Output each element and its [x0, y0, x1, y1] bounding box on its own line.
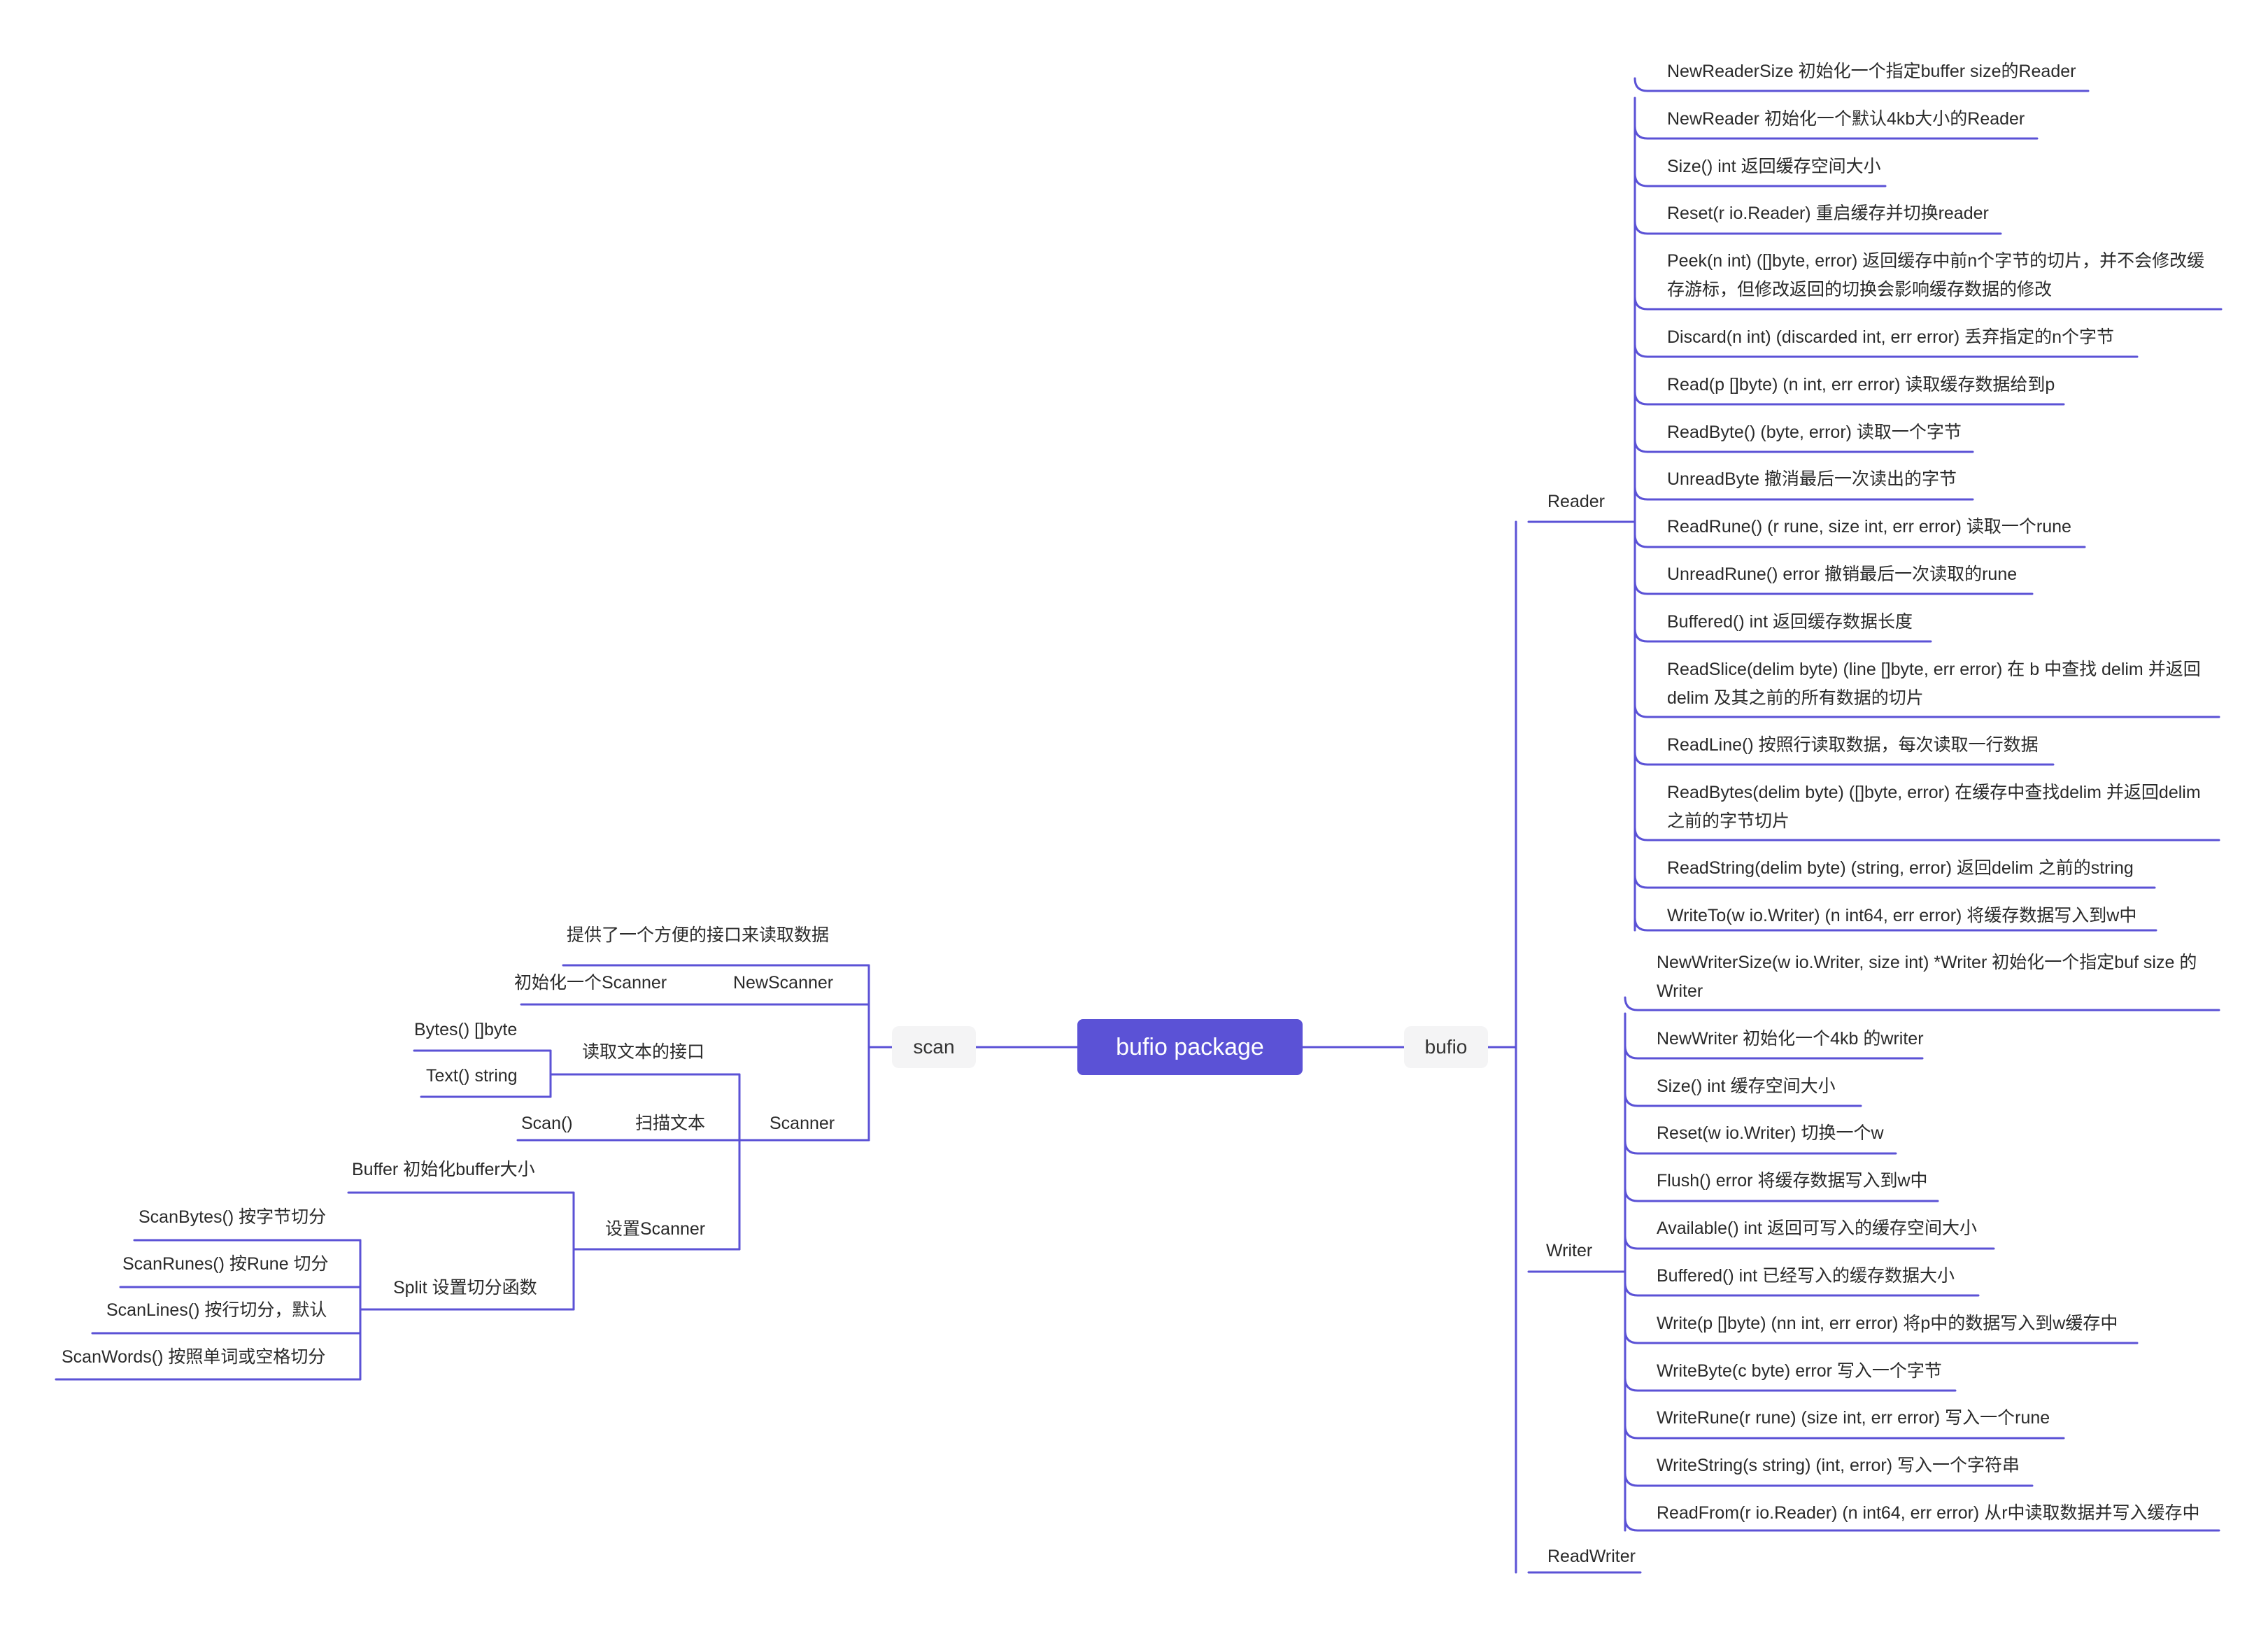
reader-item-underline	[1633, 438, 1974, 453]
reader-item-underline	[1633, 485, 1974, 501]
scanlines-node[interactable]: ScanLines() 按行切分，默认	[106, 1300, 327, 1320]
reader-item[interactable]: Peek(n int) ([]byte, error) 返回缓存中前n个字节的切…	[1667, 251, 2205, 299]
writer-item-underline	[1624, 1281, 1980, 1297]
reader-item[interactable]: WriteTo(w io.Writer) (n int64, err error…	[1667, 906, 2137, 925]
writer-item-underline	[1624, 1044, 1924, 1060]
reader-item[interactable]: ReadByte() (byte, error) 读取一个字节	[1667, 422, 1962, 442]
root-node[interactable]: bufio package	[1077, 1019, 1303, 1075]
reader-item[interactable]: Size() int 返回缓存空间大小	[1667, 157, 1881, 176]
readwriter-node[interactable]: ReadWriter	[1547, 1547, 1636, 1566]
scan-node[interactable]: scan	[892, 1026, 976, 1068]
reader-item[interactable]: UnreadRune() error 撤销最后一次读取的rune	[1667, 564, 2018, 584]
reader-item-underline	[1633, 874, 2156, 889]
newscanner-node[interactable]: NewScanner	[733, 973, 834, 993]
reader-item[interactable]: UnreadByte 撤消最后一次读出的字节	[1667, 469, 1957, 489]
reader-item-underline	[1633, 703, 2220, 718]
reader-item-underline	[1633, 390, 2065, 406]
reader-item[interactable]: Discard(n int) (discarded int, err error…	[1667, 327, 2115, 347]
reader-item[interactable]: ReadBytes(delim byte) ([]byte, error) 在缓…	[1667, 783, 2201, 831]
reader-item-underline	[1633, 533, 2086, 548]
reader-item-underline	[1633, 125, 2039, 140]
reader-item[interactable]: NewReaderSize 初始化一个指定buffer size的Reader	[1667, 62, 2076, 81]
reader-item-underline	[1633, 295, 2223, 311]
reader-item-underline	[1633, 751, 2055, 766]
writer-item-underline	[1624, 1377, 1957, 1392]
writer-item-underline	[1624, 1516, 2220, 1532]
provides-node[interactable]: 提供了一个方便的接口来读取数据	[567, 925, 830, 945]
reader-item-underline	[1633, 220, 2002, 235]
reader-item-underline	[1633, 627, 1932, 643]
reader-item[interactable]: ReadSlice(delim byte) (line []byte, err …	[1667, 660, 2201, 708]
writer-item[interactable]: Write(p []byte) (nn int, err error) 将p中的…	[1657, 1314, 2118, 1333]
writer-node[interactable]: Writer	[1546, 1241, 1593, 1260]
writer-item[interactable]: Flush() error 将缓存数据写入到w中	[1657, 1171, 1928, 1191]
buffer-node[interactable]: Buffer 初始化buffer大小	[352, 1160, 535, 1179]
writer-item[interactable]: NewWriter 初始化一个4kb 的writer	[1657, 1029, 1924, 1049]
writer-item[interactable]: WriteRune(r rune) (size int, err error) …	[1657, 1408, 2050, 1428]
writer-item-underline	[1624, 1424, 2065, 1440]
reader-item[interactable]: Buffered() int 返回缓存数据长度	[1667, 612, 1913, 632]
writer-item-underline	[1624, 1329, 2139, 1344]
reader-item[interactable]: ReadRune() (r rune, size int, err error)…	[1667, 517, 2071, 537]
reader-item[interactable]: ReadLine() 按照行读取数据，每次读取一行数据	[1667, 735, 2039, 755]
newscanner-desc-node[interactable]: 初始化一个Scanner	[514, 973, 667, 993]
writer-item[interactable]: Reset(w io.Writer) 切换一个w	[1657, 1123, 1884, 1143]
text-node[interactable]: Text() string	[426, 1066, 518, 1086]
reader-item-underline	[1633, 826, 2220, 841]
reader-item-underline	[1633, 172, 1887, 187]
writer-item[interactable]: ReadFrom(r io.Reader) (n int64, err erro…	[1657, 1503, 2200, 1523]
writer-item-underline	[1624, 1235, 1995, 1250]
scan-method-node[interactable]: Scan()	[521, 1114, 573, 1133]
writer-item-underline	[1624, 1092, 1862, 1107]
writer-item[interactable]: Buffered() int 已经写入的缓存数据大小	[1657, 1266, 1955, 1286]
writer-item[interactable]: Available() int 返回可写入的缓存空间大小	[1657, 1219, 1977, 1238]
writer-item-underline	[1624, 1187, 1939, 1202]
bufio-trunk	[1487, 520, 1517, 1574]
reader-item-underline	[1633, 580, 2034, 595]
scanbytes-node[interactable]: ScanBytes() 按字节切分	[139, 1207, 327, 1227]
writer-item[interactable]: Size() int 缓存空间大小	[1657, 1077, 1836, 1096]
split-node[interactable]: Split 设置切分函数	[393, 1278, 537, 1298]
scan-text-node[interactable]: 扫描文本	[635, 1114, 706, 1133]
read-iface-node[interactable]: 读取文本的接口	[582, 1042, 705, 1062]
reader-item-underline	[1633, 77, 2090, 92]
writer-item[interactable]: WriteString(s string) (int, error) 写入一个字…	[1657, 1456, 2020, 1475]
reader-item[interactable]: Reset(r io.Reader) 重启缓存并切换reader	[1667, 204, 1989, 223]
scan-trunk	[867, 964, 893, 1142]
setup-node[interactable]: 设置Scanner	[605, 1219, 706, 1239]
reader-item[interactable]: NewReader 初始化一个默认4kb大小的Reader	[1667, 109, 2025, 129]
writer-item-underline	[1624, 1139, 1897, 1155]
reader-node[interactable]: Reader	[1547, 492, 1605, 511]
bufio-node[interactable]: bufio	[1404, 1026, 1488, 1068]
scanrunes-node[interactable]: ScanRunes() 按Rune 切分	[122, 1254, 329, 1274]
reader-item[interactable]: Read(p []byte) (n int, err error) 读取缓存数据…	[1667, 375, 2055, 395]
writer-item[interactable]: NewWriterSize(w io.Writer, size int) *Wr…	[1657, 953, 2197, 1001]
writer-item-underline	[1624, 996, 2220, 1011]
scanwords-node[interactable]: ScanWords() 按照单词或空格切分	[62, 1347, 326, 1367]
writer-item[interactable]: WriteByte(c byte) error 写入一个字节	[1657, 1361, 1942, 1381]
reader-item[interactable]: ReadString(delim byte) (string, error) 返…	[1667, 858, 2134, 878]
bytes-node[interactable]: Bytes() []byte	[414, 1020, 518, 1039]
writer-item-underline	[1624, 1472, 2034, 1487]
scanner-node[interactable]: Scanner	[770, 1114, 835, 1133]
reader-item-underline	[1633, 916, 2157, 932]
reader-item-underline	[1633, 343, 2139, 358]
